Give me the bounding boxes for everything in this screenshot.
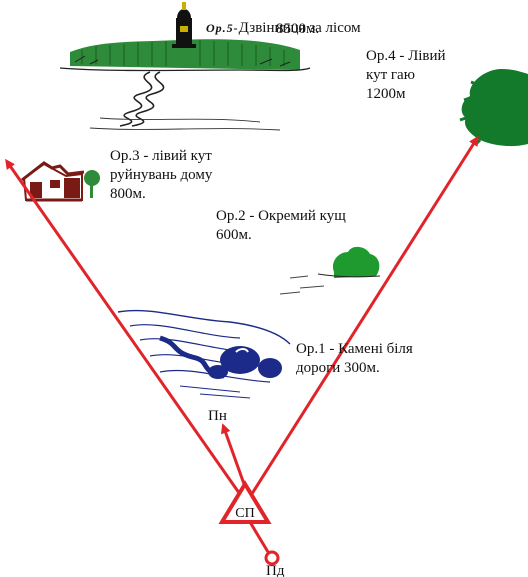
bell-tower-icon — [172, 2, 196, 48]
bush-icon — [279, 246, 381, 295]
ruined-house-icon — [21, 161, 100, 202]
observation-point-triangle — [218, 480, 272, 524]
north-label: Пн — [208, 408, 227, 424]
or5-prefix: Ор.5- — [206, 21, 239, 35]
or5-text: Дзвінниця за лісом — [238, 20, 361, 36]
or5-distance: 8500м. — [276, 21, 320, 37]
or5-label: Ор.5-Дзвінниця за лісом — [206, 0, 361, 38]
north-arrow — [220, 423, 246, 485]
direction-line-or4 — [246, 135, 479, 501]
stones-road-icon — [117, 309, 291, 399]
direction-line-or3 — [5, 158, 246, 501]
or4-label: Ор.4 - Лівий кут гаю 1200м — [366, 48, 446, 102]
or1-label: Ор.1 - Камені біля дороги 300м. — [296, 341, 413, 376]
observation-point-label: СП — [235, 506, 254, 521]
or3-label: Ор.3 - лівий кут руйнувань дому 800м. — [110, 148, 213, 202]
forest-icon — [59, 39, 311, 131]
south-line — [248, 521, 270, 553]
south-label: Пд — [266, 563, 285, 577]
or2-label: Ор.2 - Окремий кущ 600м. — [216, 208, 346, 243]
grove-icon — [459, 68, 528, 147]
south-marker — [264, 550, 280, 566]
